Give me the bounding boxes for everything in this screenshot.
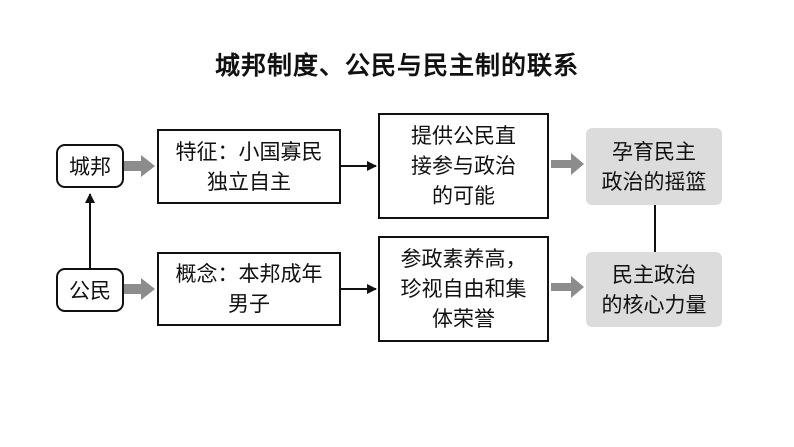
node-possibility-label: 提供公民直 接参与政治 的可能 (411, 124, 516, 208)
node-concept-label: 概念：本邦成年 男子 (175, 262, 323, 316)
node-quality: 参政素养高， 珍视自由和集 体荣誉 (378, 236, 549, 342)
node-chengbang-label: 城邦 (69, 155, 111, 179)
node-feature: 特征：小国寡民 独立自主 (157, 129, 341, 204)
node-core: 民主政治 的核心力量 (586, 252, 722, 327)
grey-arrow-quality-core (551, 276, 584, 298)
node-chengbang: 城邦 (56, 144, 124, 188)
node-quality-label: 参政素养高， 珍视自由和集 体荣誉 (400, 247, 527, 331)
node-cradle-label: 孕育民主 政治的摇篮 (601, 139, 707, 194)
node-core-label: 民主政治 的核心力量 (601, 262, 707, 317)
grey-arrow-gongmin-concept (124, 278, 155, 300)
grey-arrow-possibility-cradle (551, 153, 584, 175)
node-concept: 概念：本邦成年 男子 (157, 252, 341, 326)
node-gongmin: 公民 (56, 268, 124, 312)
node-gongmin-label: 公民 (69, 279, 111, 303)
node-cradle: 孕育民主 政治的摇篮 (586, 128, 722, 205)
node-feature-label: 特征：小国寡民 独立自主 (175, 139, 323, 194)
node-possibility: 提供公民直 接参与政治 的可能 (378, 113, 549, 219)
diagram-title: 城邦制度、公民与民主制的联系 (214, 51, 579, 80)
grey-arrow-chengbang-feature (124, 155, 155, 177)
